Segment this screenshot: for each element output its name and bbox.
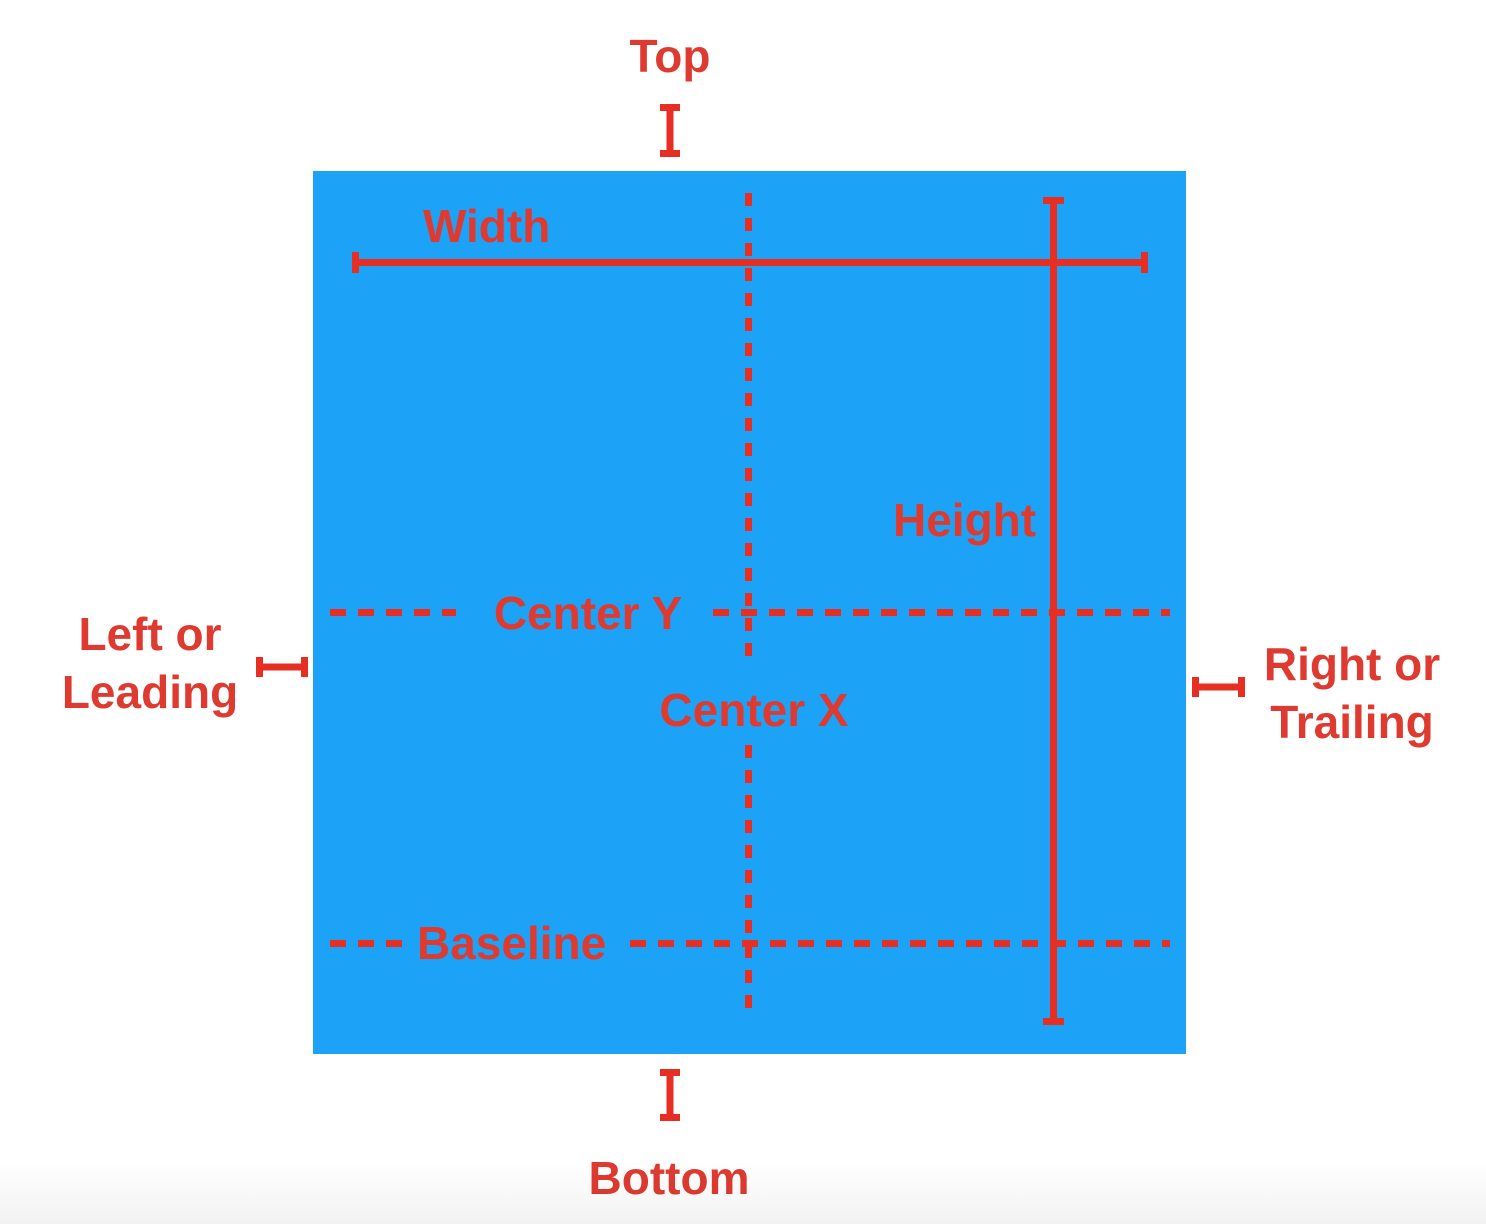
bottom-label: Bottom: [588, 1152, 750, 1204]
width-label: Width: [423, 200, 551, 252]
center-y-dashed-line-left: [330, 609, 456, 616]
leading-inset-tick-icon: [256, 657, 308, 677]
leading-label-line2: Leading: [61, 665, 239, 718]
trailing-inset-tick-icon: [1192, 677, 1245, 697]
center-y-label: Center Y: [493, 587, 683, 639]
top-label: Top: [629, 30, 711, 82]
bottom-inset-tick-icon: [660, 1069, 680, 1121]
trailing-label: Right or Trailing: [1264, 636, 1440, 751]
baseline-dashed-line-right: [630, 940, 1170, 947]
trailing-label-line1: Right or: [1263, 638, 1441, 690]
center-x-label: Center X: [659, 684, 849, 736]
center-x-dashed-line-upper: [745, 193, 752, 668]
center-y-dashed-line-right: [713, 609, 1170, 616]
baseline-dashed-line-left: [330, 940, 408, 947]
trailing-label-line2: Trailing: [1270, 695, 1434, 748]
height-label: Height: [893, 494, 1037, 546]
leading-label: Left or Leading: [62, 606, 238, 721]
center-x-dashed-line-lower: [745, 745, 752, 1012]
leading-label-line1: Left or: [78, 608, 222, 660]
baseline-label: Baseline: [417, 917, 607, 969]
top-inset-tick-icon: [660, 104, 680, 157]
